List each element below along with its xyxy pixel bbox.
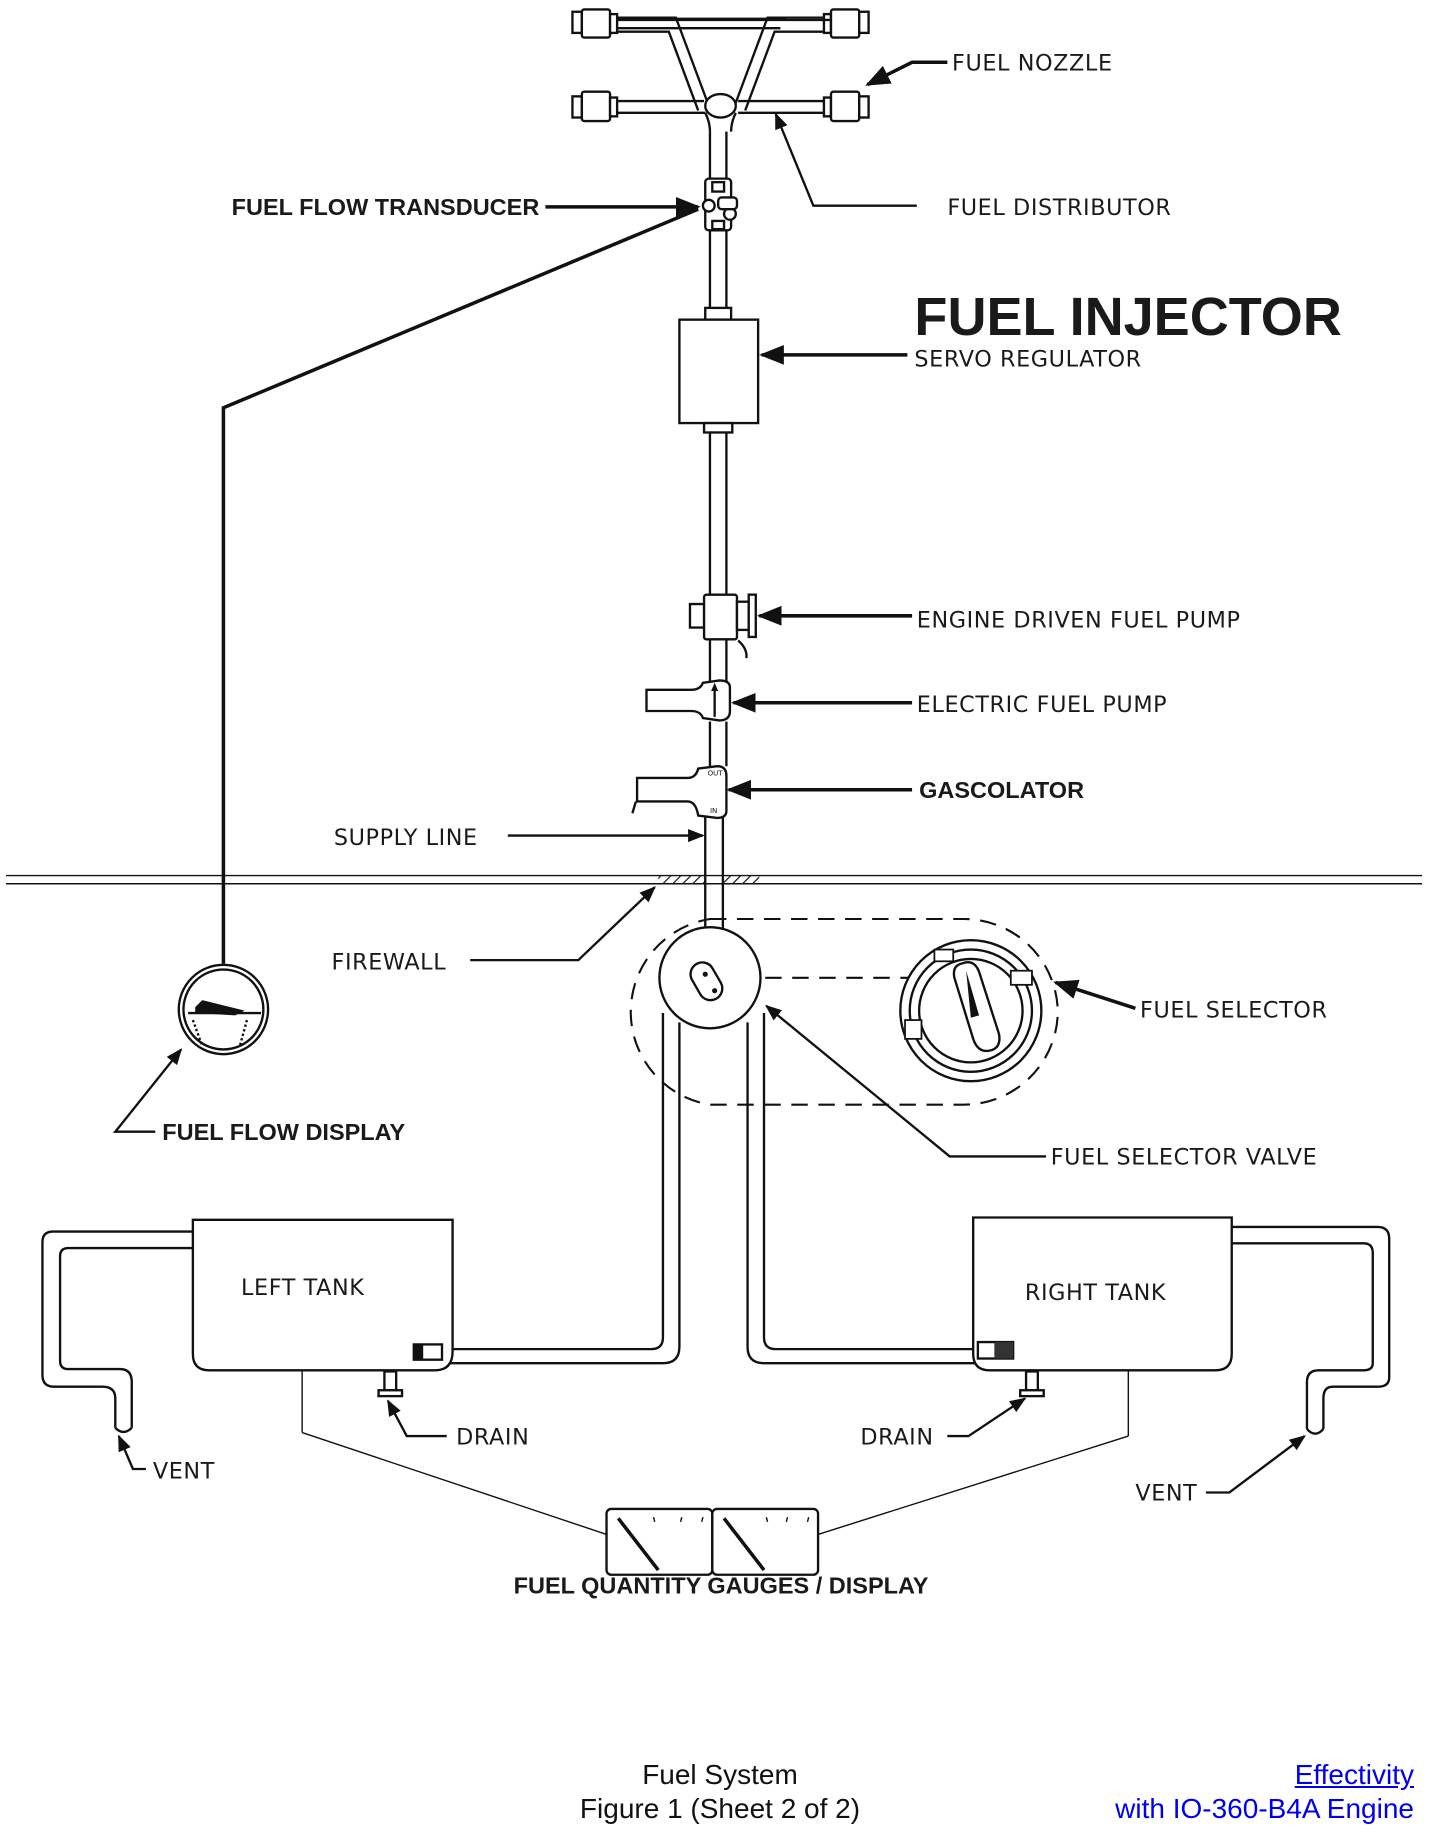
fuel-nozzle-label: FUEL NOZZLE	[952, 51, 1113, 77]
main-fuel-line	[704, 131, 728, 948]
caption-figure-number: Figure 1 (Sheet 2 of 2)	[579, 1793, 861, 1824]
drain-left-label: DRAIN	[456, 1424, 529, 1450]
fuel-quantity-gauges-label: FUEL QUANTITY GAUGES / DISPLAY	[514, 1573, 929, 1599]
gascolator-in-label: IN	[710, 806, 717, 815]
fuel-distributor-label: FUEL DISTRIBUTOR	[947, 195, 1171, 221]
vent-left-label: VENT	[153, 1458, 215, 1484]
fuel-nozzle-mid-left	[571, 90, 619, 123]
tank-feed-lines	[442, 1013, 978, 1365]
engine-driven-fuel-pump	[688, 593, 757, 659]
fuel-nozzle-top-right	[822, 8, 870, 39]
effectivity-text: with IO-360-B4A Engine	[1115, 1793, 1414, 1824]
leader-arrows	[112, 60, 1306, 1494]
fuel-nozzles	[571, 8, 870, 123]
right-tank-label: RIGHT TANK	[1025, 1280, 1167, 1306]
left-tank: LEFT TANK	[41, 1218, 454, 1434]
electric-fuel-pump	[645, 679, 732, 722]
servo-regulator-label: SERVO REGULATOR	[914, 347, 1141, 373]
engine-driven-fuel-pump-label: ENGINE DRIVEN FUEL PUMP	[917, 608, 1241, 634]
effectivity-block: Effectivity with IO-360-B4A Engine	[1115, 1758, 1414, 1826]
gascolator-label: GASCOLATOR	[919, 777, 1084, 803]
vent-right-label: VENT	[1135, 1481, 1197, 1507]
right-tank: RIGHT TANK	[972, 1216, 1391, 1435]
firewall	[6, 874, 1423, 885]
drain-right-label: DRAIN	[860, 1424, 933, 1450]
servo-regulator	[678, 306, 760, 434]
fuel-selector-valve	[658, 926, 762, 1030]
supply-line-label: SUPPLY LINE	[334, 825, 478, 851]
fuel-flow-transducer-label: FUEL FLOW TRANSDUCER	[232, 194, 540, 220]
figure-caption: Fuel System Figure 1 (Sheet 2 of 2)	[540, 1758, 900, 1826]
gascolator-out-label: OUT	[708, 769, 724, 778]
effectivity-link[interactable]: Effectivity	[1294, 1759, 1414, 1790]
left-tank-label: LEFT TANK	[241, 1275, 365, 1301]
fuel-injector-title: FUEL INJECTOR	[914, 287, 1341, 347]
electric-fuel-pump-label: ELECTRIC FUEL PUMP	[917, 692, 1167, 718]
fuel-flow-transducer	[701, 177, 739, 232]
firewall-label: FIREWALL	[332, 950, 447, 976]
fuel-flow-display-label: FUEL FLOW DISPLAY	[162, 1119, 405, 1145]
fuel-flow-display	[177, 207, 699, 1056]
gascolator: OUT IN	[631, 765, 728, 820]
component-labels: FUEL NOZZLE FUEL DISTRIBUTOR FUEL FLOW T…	[153, 51, 1342, 1599]
fuel-selector	[899, 938, 1043, 1083]
fuel-distributor	[617, 17, 830, 30]
caption-title: Fuel System	[642, 1759, 798, 1790]
distributor-geometry	[617, 16, 824, 132]
fuel-selector-label: FUEL SELECTOR	[1140, 998, 1328, 1024]
fuel-nozzle-top-left	[571, 8, 619, 39]
fuel-selector-valve-label: FUEL SELECTOR VALVE	[1051, 1145, 1318, 1171]
fuel-quantity-gauges	[301, 1370, 1130, 1576]
fuel-nozzle-mid-right	[822, 90, 870, 123]
